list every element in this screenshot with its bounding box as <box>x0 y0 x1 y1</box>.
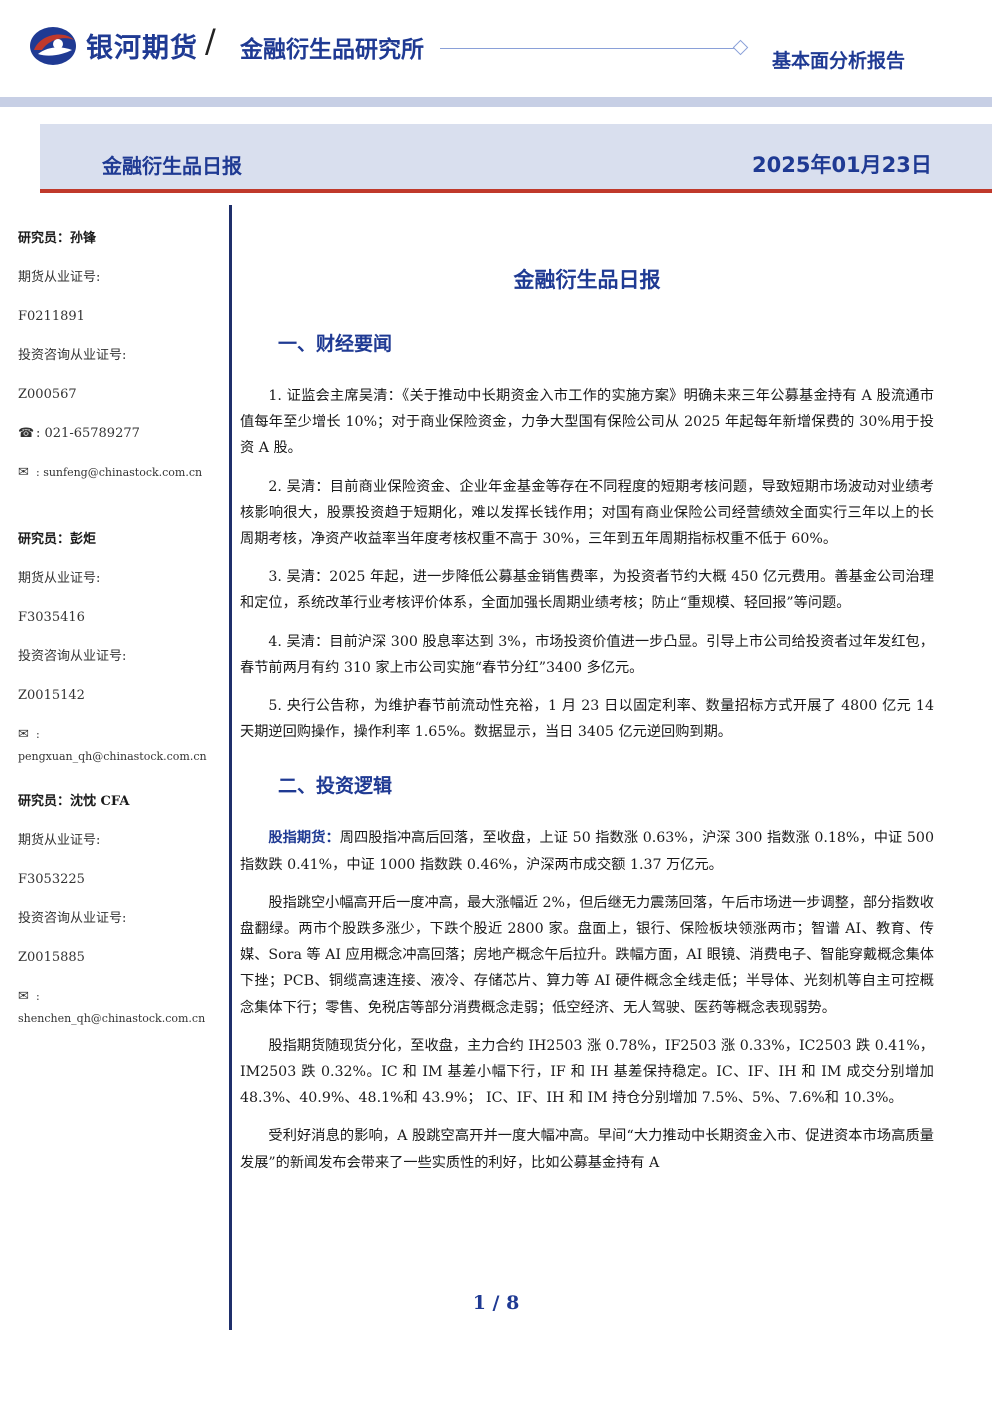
title-bar-title: 金融衍生品日报 <box>102 154 242 178</box>
consult-cert: Z0015885 <box>18 950 85 965</box>
analysis-paragraph: 受利好消息的影响，A 股跳空高开并一度大幅冲高。早间“大力推动中长期资金入市、促… <box>240 1128 934 1171</box>
futures-cert: F3035416 <box>18 610 85 625</box>
section-heading-news: 一、财经要闻 <box>278 333 393 355</box>
header-rule <box>440 48 736 49</box>
analysis-paragraph: 股指期货随现货分化，至收盘，主力合约 IH2503 涨 0.78%，IF2503… <box>240 1037 934 1107</box>
mail-icon: ✉ <box>18 989 29 1004</box>
news-item: 2. 吴清：目前商业保险资金、企业年金基金等存在不同程度的短期考核问题，导致短期… <box>240 478 934 548</box>
page-number: 1 / 8 <box>472 1292 520 1314</box>
news-item: 1. 证监会主席吴清：《关于推动中长期资金入市工作的实施方案》明确未来三年公募基… <box>240 388 934 457</box>
institute-name: 金融衍生品研究所 <box>240 37 424 63</box>
futures-cert-label: 期货从业证号: <box>18 571 101 586</box>
title-bar-accent <box>40 189 992 193</box>
consult-cert-label: 投资咨询从业证号: <box>18 911 127 926</box>
researcher-name: 研究员：沈忱 CFA <box>18 794 130 809</box>
title-bar <box>40 124 992 192</box>
report-date: 2025年01月23日 <box>752 153 932 177</box>
researcher-name: 研究员：孙锋 <box>18 231 97 246</box>
email-address[interactable]: shenchen_qh@chinastock.com.cn <box>18 1012 206 1025</box>
consult-cert: Z0015142 <box>18 688 85 703</box>
consult-cert-label: 投资咨询从业证号: <box>18 649 127 664</box>
analysis-paragraph: 股指跳空小幅高开后一度冲高，最大涨幅近 2%，但后继无力震荡回落，午后市场进一步… <box>240 894 934 1016</box>
report-header: 银河期货 / 金融衍生品研究所 基本面分析报告 <box>0 0 992 110</box>
email-row: ✉: shenchen_qh@chinastock.com.cn <box>18 986 223 1025</box>
email-row: ✉: pengxuan_qh@chinastock.com.cn <box>18 724 223 763</box>
email-row: ✉: sunfeng@chinastock.com.cn <box>18 462 223 501</box>
mail-icon: ✉ <box>18 465 29 480</box>
mail-icon: ✉ <box>18 727 29 742</box>
phone-row: ☎: 021-65789277 <box>18 423 223 462</box>
brand-name: 银河期货 <box>86 33 198 64</box>
consult-cert-label: 投资咨询从业证号: <box>18 348 127 363</box>
header-band <box>0 97 992 107</box>
researcher-name: 研究员：彭炬 <box>18 532 97 547</box>
futures-cert-label: 期货从业证号: <box>18 833 101 848</box>
researcher-card: 研究员：彭炬 期货从业证号: F3035416 投资咨询从业证号: Z00151… <box>18 529 223 763</box>
main-content: 金融衍生品日报 一、财经要闻 1. 证监会主席吴清：《关于推动中长期资金入市工作… <box>240 262 934 1188</box>
researcher-card: 研究员：孙锋 期货从业证号: F0211891 投资咨询从业证号: Z00056… <box>18 228 223 501</box>
email-address[interactable]: pengxuan_qh@chinastock.com.cn <box>18 750 207 763</box>
section-heading-logic: 二、投资逻辑 <box>278 775 393 798</box>
diamond-ornament-icon <box>732 39 749 56</box>
phone-icon: ☎ <box>18 426 35 441</box>
futures-cert: F3053225 <box>18 872 85 887</box>
researcher-card: 研究员：沈忱 CFA 期货从业证号: F3053225 投资咨询从业证号: Z0… <box>18 791 223 1025</box>
phone-number: 021-65789277 <box>44 426 140 441</box>
futures-cert-label: 期货从业证号: <box>18 270 101 285</box>
futures-cert: F0211891 <box>18 309 85 324</box>
galaxy-futures-logo-icon <box>30 27 76 65</box>
consult-cert: Z000567 <box>18 387 77 402</box>
researcher-sidebar: 研究员：孙锋 期货从业证号: F0211891 投资咨询从业证号: Z00056… <box>18 228 223 1053</box>
report-type: 基本面分析报告 <box>772 50 906 72</box>
column-divider <box>229 205 232 1330</box>
email-address[interactable]: sunfeng@chinastock.com.cn <box>43 466 203 479</box>
news-item: 3. 吴清：2025 年起，进一步降低公募基金销售费率，为投资者节约大概 450… <box>240 569 934 612</box>
index-futures-label: 股指期货： <box>268 830 340 847</box>
index-futures-summary: 股指期货：周四股指冲高后回落，至收盘，上证 50 指数涨 0.63%，沪深 30… <box>240 825 934 877</box>
header-separator: / <box>205 22 216 60</box>
index-futures-text: 周四股指冲高后回落，至收盘，上证 50 指数涨 0.63%，沪深 300 指数涨… <box>240 830 934 873</box>
news-item: 5. 央行公告称，为维护春节前流动性充裕，1 月 23 日以固定利率、数量招标方… <box>240 698 934 741</box>
document-title: 金融衍生品日报 <box>513 268 661 292</box>
news-item: 4. 吴清：目前沪深 300 股息率达到 3%，市场投资价值进一步凸显。引导上市… <box>240 633 934 676</box>
